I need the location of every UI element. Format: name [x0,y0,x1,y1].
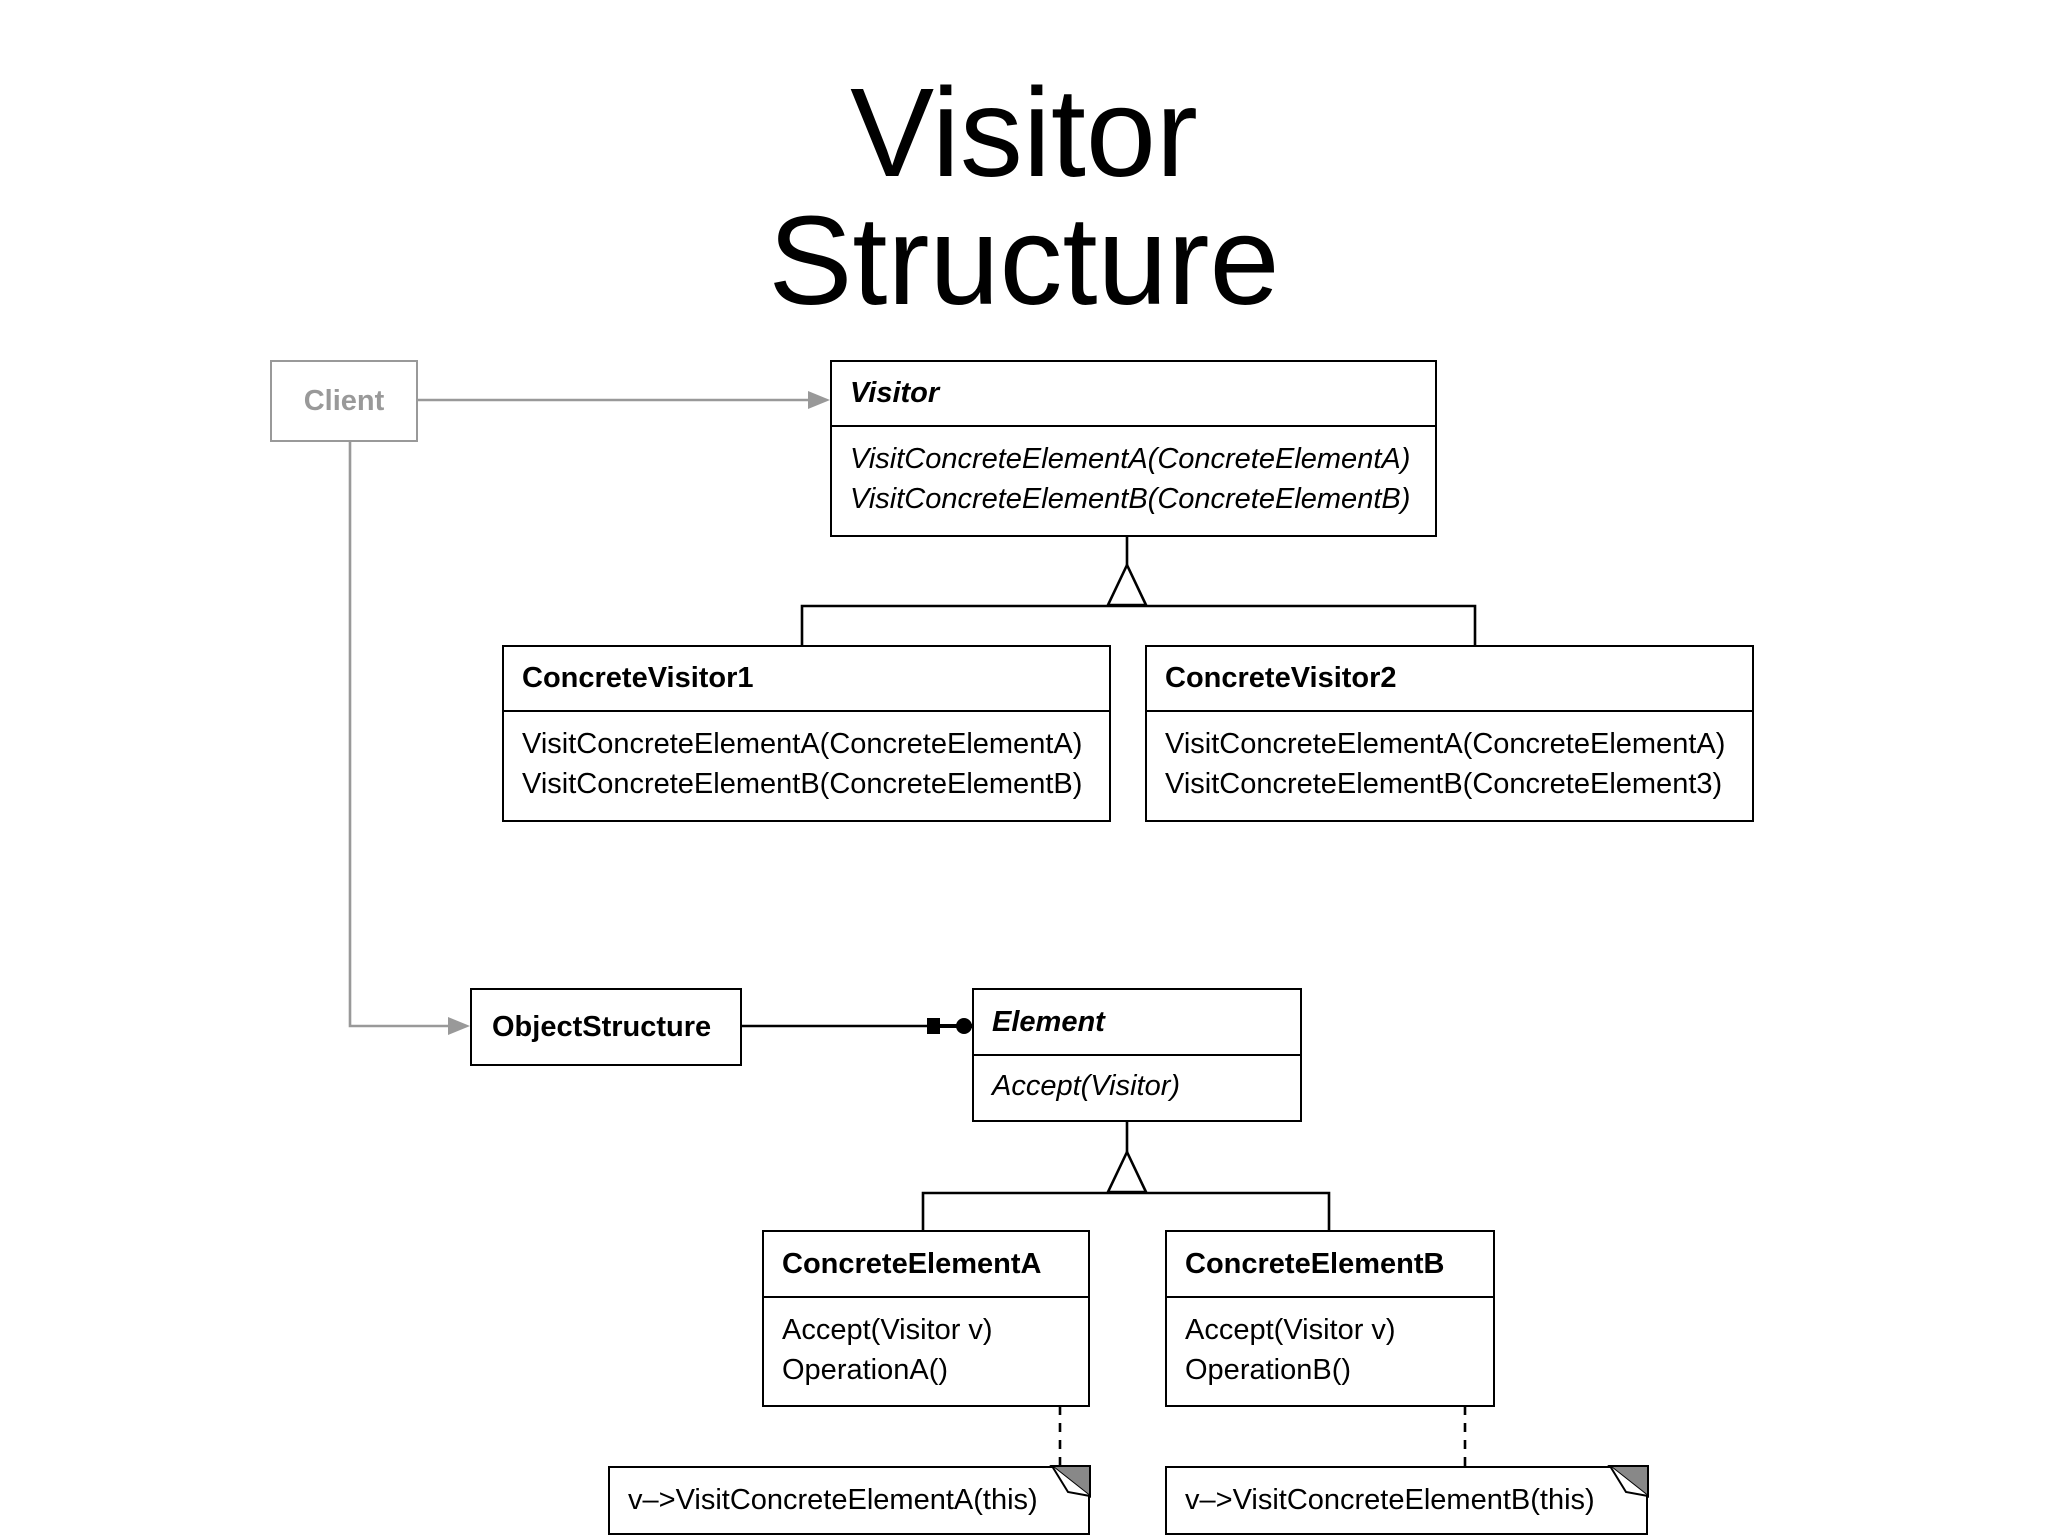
concrete-visitor-1-name: ConcreteVisitor1 [504,647,1109,712]
object-structure-class: ObjectStructure [470,988,742,1066]
concrete-visitor-1-class: ConcreteVisitor1 VisitConcreteElementA(C… [502,645,1111,822]
visitor-inheritance-branches [800,604,1477,645]
concrete-visitor-2-class: ConcreteVisitor2 VisitConcreteElementA(C… [1145,645,1754,822]
note-a-text: v–>VisitConcreteElementA(this) [628,1484,1038,1516]
note-b: v–>VisitConcreteElementB(this) [1165,1466,1648,1535]
client-class-name: Client [303,384,385,417]
concrete-element-b-op: OperationB() [1185,1354,1352,1386]
note-a: v–>VisitConcreteElementA(this) [608,1466,1090,1535]
concrete-element-a-op: OperationA() [782,1354,949,1386]
page-title-line-1: Visitor [850,62,1198,203]
client-visitor-arrowhead [808,391,830,409]
concrete-visitor-1-op: VisitConcreteElementB(ConcreteElementB) [522,768,1083,800]
concrete-element-a-class: ConcreteElementA Accept(Visitor v) Opera… [762,1230,1090,1407]
concrete-element-b-class: ConcreteElementB Accept(Visitor v) Opera… [1165,1230,1495,1407]
client-objectstructure-arrowhead [448,1017,470,1035]
client-objectstructure-association [348,442,455,1028]
element-op: Accept(Visitor) [992,1070,1181,1102]
object-structure-name: ObjectStructure [492,1010,712,1043]
concrete-visitor-2-operations: VisitConcreteElementA(ConcreteElementA) … [1147,712,1752,804]
element-class: Element Accept(Visitor) [972,988,1302,1122]
concrete-element-b-op: Accept(Visitor v) [1185,1314,1396,1346]
visitor-class: Visitor VisitConcreteElementA(ConcreteEl… [830,360,1437,537]
concrete-visitor-2-op: VisitConcreteElementA(ConcreteElementA) [1165,728,1726,760]
visitor-op: VisitConcreteElementA(ConcreteElementA) [850,443,1411,475]
concrete-element-b-name: ConcreteElementB [1167,1232,1493,1298]
client-class: Client [270,360,418,442]
page-title-line-2: Structure [768,190,1280,331]
concrete-visitor-1-operations: VisitConcreteElementA(ConcreteElementA) … [504,712,1109,804]
concrete-element-a-operations: Accept(Visitor v) OperationA() [764,1298,1088,1390]
element-class-name: Element [974,990,1300,1056]
concrete-element-a-op: Accept(Visitor v) [782,1314,993,1346]
aggregation-square [927,1018,940,1034]
element-operations: Accept(Visitor) [974,1056,1300,1106]
concrete-visitor-1-op: VisitConcreteElementA(ConcreteElementA) [522,728,1083,760]
concrete-element-a-name: ConcreteElementA [764,1232,1088,1298]
element-inheritance-branches [921,1191,1331,1230]
concrete-visitor-2-name: ConcreteVisitor2 [1147,647,1752,712]
visitor-op: VisitConcreteElementB(ConcreteElementB) [850,483,1411,515]
visitor-class-name: Visitor [832,362,1435,427]
concrete-element-b-operations: Accept(Visitor v) OperationB() [1167,1298,1493,1390]
visitor-operations: VisitConcreteElementA(ConcreteElementA) … [832,427,1435,519]
note-b-text: v–>VisitConcreteElementB(this) [1185,1484,1595,1516]
concrete-visitor-2-op: VisitConcreteElementB(ConcreteElement3) [1165,768,1723,800]
